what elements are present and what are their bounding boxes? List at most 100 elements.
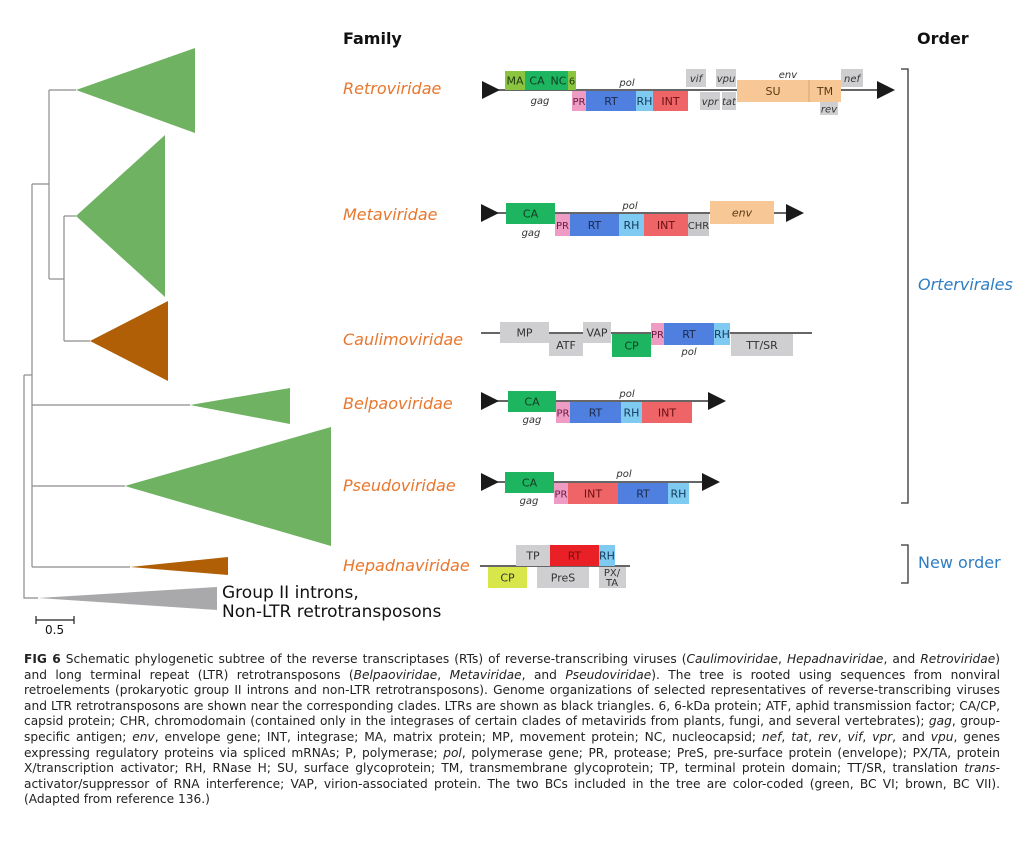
- phylogenetic-figure: Family Order: [23, 29, 1013, 637]
- tree-branches: [23, 89, 190, 599]
- family-label-pseudoviridae: Pseudoviridae: [343, 476, 456, 495]
- retroviridae-tat-box: [722, 92, 736, 110]
- pseudoviridae-pol-label: pol: [615, 469, 631, 480]
- scale-bar: [35, 616, 75, 624]
- caption-italic-term: Metaviridae: [449, 667, 522, 682]
- family-label-metaviridae: Metaviridae: [343, 205, 438, 224]
- phylogenetic-tree: [23, 48, 331, 624]
- caption-text: , polymerase gene; PR, protease; PreS, p…: [24, 745, 1000, 776]
- family-label-caulimoviridae: Caulimoviridae: [343, 330, 464, 349]
- caption-text: ,: [808, 729, 818, 744]
- retroviridae-tm-label: TM: [816, 85, 833, 98]
- hepadnaviridae-tp-label: TP: [525, 550, 540, 563]
- caulimoviridae-cp-box: [612, 334, 651, 357]
- retroviridae-ma-label: MA: [506, 75, 523, 88]
- metaviridae-rt-box: [570, 214, 619, 236]
- caption-italic-term: pol: [443, 745, 462, 760]
- pseudoviridae-rh-label: RH: [671, 488, 687, 501]
- clade-caulimoviridae: [90, 301, 168, 381]
- caulimoviridae-pol-label: pol: [680, 347, 696, 358]
- pseudoviridae-rh-box: [668, 483, 689, 504]
- caption-italic-term: tat: [791, 729, 809, 744]
- pseudoviridae-int-label: INT: [584, 488, 602, 501]
- belpaoviridae-int-box: [642, 402, 692, 423]
- caption-italic-term: Belpaoviridae: [353, 667, 438, 682]
- belpaoviridae-rh-label: RH: [624, 407, 640, 420]
- caption-text: , genes expressing regulatory proteins v…: [24, 729, 1001, 760]
- caption-text: Schematic phylogenetic subtree of the re…: [60, 652, 687, 666]
- clade-pseudoviridae: [125, 427, 331, 546]
- retroviridae-vpu-label: vpu: [717, 74, 736, 85]
- retroviridae-pr-box: [572, 91, 586, 111]
- retroviridae-int-label: INT: [661, 95, 679, 108]
- caulimoviridae-rt-label: RT: [682, 328, 696, 341]
- belpaoviridae-pr-box: [556, 402, 570, 423]
- caption-italic-term: env: [132, 729, 155, 744]
- hepadnaviridae-pres-label: PreS: [551, 572, 575, 585]
- caption-italic-term: Retroviridae: [920, 652, 996, 666]
- clade-retroviridae: [76, 48, 195, 133]
- hepadnaviridae-rt-box: [550, 545, 599, 566]
- hepadnaviridae-tp-box: [516, 545, 550, 566]
- pseudoviridae-pr-label: PR: [555, 490, 568, 501]
- caulimoviridae-atf-label: ATF: [556, 339, 576, 352]
- caption-text: , envelope gene; INT, integrase; MA, mat…: [154, 729, 762, 744]
- caption-text: , and: [883, 652, 921, 666]
- caulimoviridae-mp-box: [500, 322, 549, 343]
- outgroup-label-line1: Group II introns,: [222, 583, 359, 603]
- metaviridae-pr-box: [555, 214, 570, 236]
- retroviridae-nef-box: [841, 69, 863, 87]
- retroviridae-vif-label: vif: [690, 74, 704, 85]
- pseudoviridae-gag-label: gag: [520, 496, 539, 507]
- retroviridae-6kda-label: 6: [569, 77, 575, 88]
- ltr-left-pseudoviridae: [481, 473, 499, 491]
- ltr-left-retroviridae: [482, 81, 500, 99]
- retroviridae-rh-label: RH: [637, 95, 653, 108]
- order-brackets: [901, 68, 909, 584]
- metaviridae-gag-label: gag: [522, 228, 541, 239]
- caption-italic-term: Caulimoviridae: [686, 652, 779, 666]
- caption-italic-term: Pseudoviridae: [565, 667, 652, 682]
- caption-italic-term: nef: [761, 729, 782, 744]
- retroviridae-su-label: SU: [765, 85, 780, 98]
- retroviridae-gag-label: gag: [531, 96, 550, 107]
- hepadnaviridae-rh-label: RH: [599, 550, 615, 563]
- metaviridae-pol-label: pol: [621, 201, 637, 212]
- retroviridae-rh-box: [636, 91, 653, 111]
- caulimoviridae-rt-box: [664, 323, 714, 345]
- family-column-header: Family: [343, 29, 402, 48]
- caption-italic-term: vpu: [930, 729, 954, 744]
- pseudoviridae-rt-label: RT: [636, 488, 650, 501]
- metaviridae-pr-label: PR: [556, 221, 569, 232]
- clade-hepadnaviridae: [130, 557, 228, 575]
- retroviridae-int-box: [653, 91, 688, 111]
- caulimoviridae-atf-box: [549, 334, 583, 356]
- hepadnaviridae-pxta-label-1: PX/: [604, 568, 621, 579]
- caulimoviridae-rh-label: RH: [714, 328, 730, 341]
- caption-italic-term: trans: [964, 761, 996, 776]
- caulimoviridae-tt-sr-label: TT/SR: [745, 339, 778, 352]
- figure-caption-body: Schematic phylogenetic subtree of the re…: [24, 652, 1000, 806]
- scale-bar-label: 0.5: [45, 623, 65, 637]
- caption-text: ) and long terminal repeat (LTR) retrotr…: [24, 652, 1000, 682]
- bracket-new-order: [901, 544, 909, 584]
- caption-italic-term: rev: [818, 729, 838, 744]
- family-label-belpaoviridae: Belpaoviridae: [343, 394, 453, 413]
- retroviridae-vpr-label: vpr: [702, 97, 719, 108]
- retroviridae-pr-label: PR: [573, 97, 586, 108]
- hepadnaviridae-cp-label: CP: [500, 572, 515, 585]
- metaviridae-rh-label: RH: [624, 219, 640, 232]
- belpaoviridae-rh-box: [621, 402, 642, 423]
- retroviridae-ca-box: [525, 71, 549, 90]
- retroviridae-tat-label: tat: [722, 97, 737, 108]
- caption-italic-term: gag: [928, 714, 952, 729]
- caulimoviridae-vap-label: VAP: [587, 327, 608, 340]
- caption-text: , and: [892, 729, 931, 744]
- retroviridae-vpu-box: [716, 69, 736, 87]
- belpaoviridae-rt-label: RT: [589, 407, 603, 420]
- belpaoviridae-ca-box: [508, 391, 556, 412]
- retroviridae-su-box: [737, 80, 809, 102]
- hepadnaviridae-pres-box: [537, 567, 589, 588]
- retroviridae-nc-box: [549, 71, 568, 90]
- hepadnaviridae-rt-label: RT: [568, 550, 582, 563]
